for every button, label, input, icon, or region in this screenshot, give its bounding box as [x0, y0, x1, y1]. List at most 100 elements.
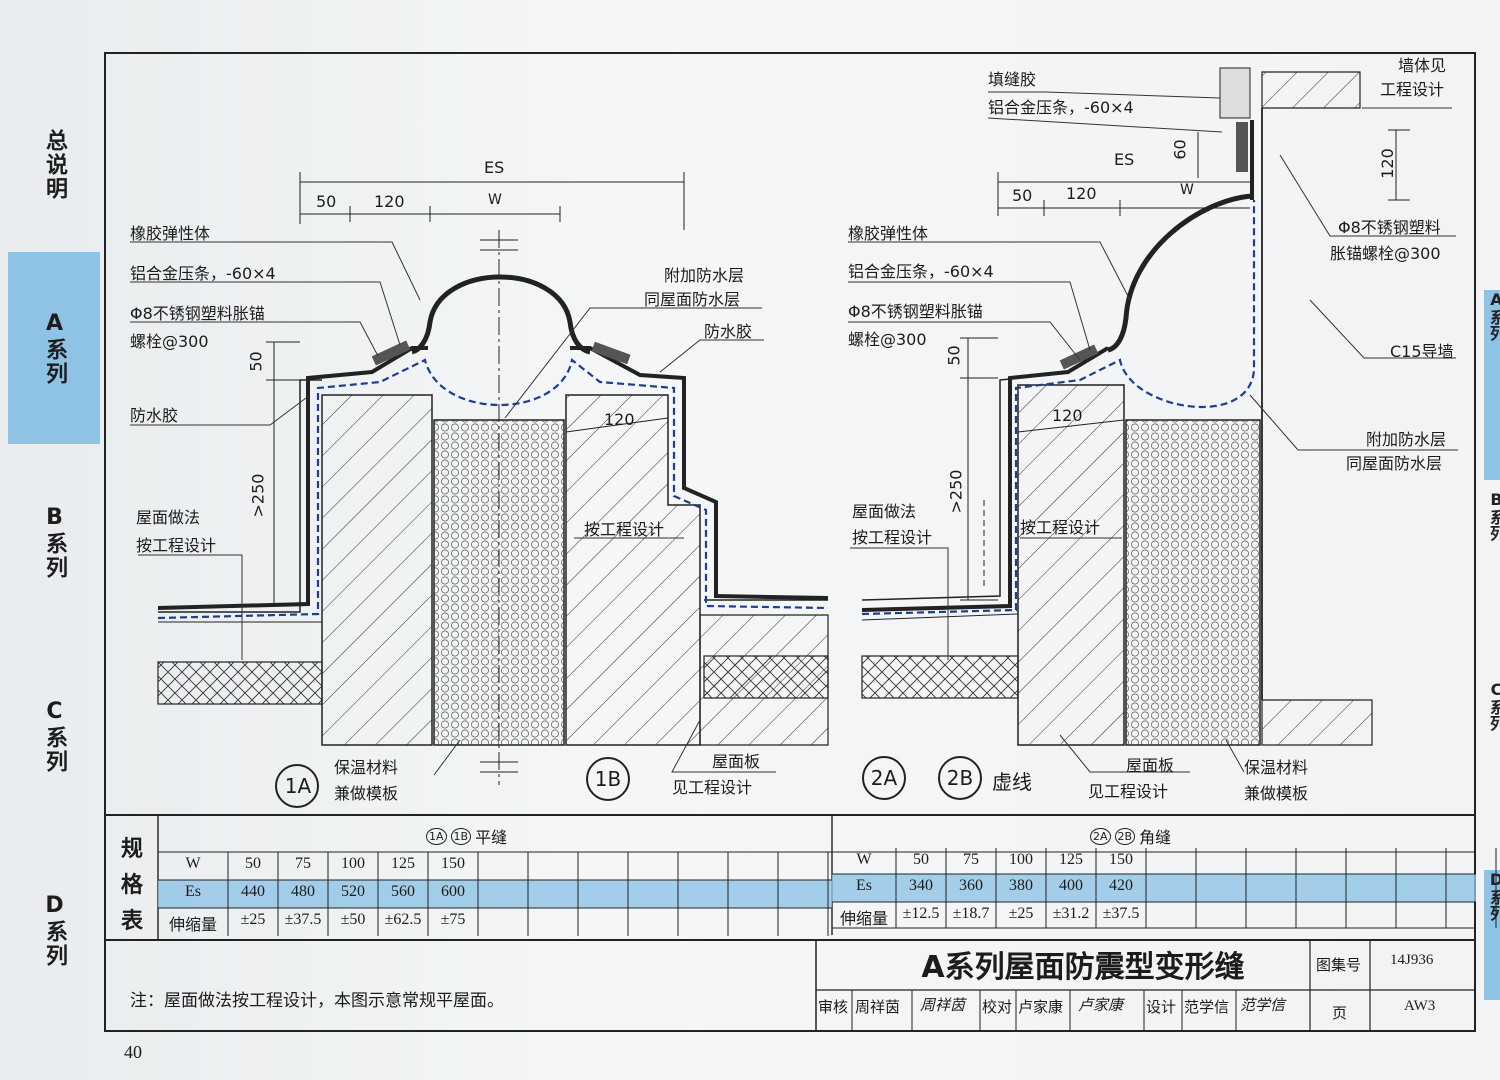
- design-name: 范学信: [1184, 998, 1230, 1016]
- label-roof-2b: 按工程设计: [852, 528, 933, 547]
- tab-label: C系列: [1487, 680, 1500, 731]
- right-tab-series-b[interactable]: B系列: [1484, 490, 1500, 680]
- label-filler: 填缝胶: [988, 70, 1037, 89]
- label-extra-wp-2b: 同屋面防水层: [1346, 454, 1443, 473]
- table-cell: ±75: [440, 911, 466, 928]
- left-insulation-layer: [157, 661, 323, 705]
- page-label: 页: [1332, 1004, 1348, 1022]
- table-cell: 340: [909, 877, 933, 894]
- dim-w-1: W: [488, 192, 502, 208]
- label-insul-1a: 保温材料: [334, 758, 399, 777]
- tab-label: A系列: [1487, 290, 1500, 341]
- label-bolt-r1: Φ8不锈钢塑料: [1338, 218, 1441, 237]
- dim-120-inner-1: 120: [604, 410, 635, 429]
- label-extra-wp-1b: 同屋面防水层: [644, 290, 741, 309]
- table-cell: ±12.5: [902, 905, 940, 922]
- filler-sealant: [1219, 67, 1251, 119]
- table-row-label: W: [856, 851, 872, 868]
- table-cell: 100: [1009, 851, 1033, 868]
- table-cell: ±25: [240, 911, 266, 928]
- tab-series-a[interactable]: A系列: [8, 252, 100, 444]
- dim-50v-1: 50: [246, 351, 266, 372]
- upstand-concrete-2: [1017, 384, 1125, 746]
- detail-2-corner-joint: [848, 67, 1458, 800]
- spec-table-title: 规 格 表: [112, 832, 152, 940]
- rubber-elastomer-2: [1107, 193, 1253, 353]
- heading-callout: 2B: [1114, 827, 1136, 845]
- atlas-value: 14J936: [1390, 952, 1434, 968]
- right-tab-series-a[interactable]: A系列: [1484, 290, 1500, 480]
- right-tab-series-c[interactable]: C系列: [1484, 680, 1500, 870]
- table-cell: 75: [295, 855, 311, 872]
- drawing-frame: [104, 52, 1476, 1032]
- label-extra-wp-2a: 附加防水层: [1366, 430, 1447, 449]
- dim-es-2: ES: [1114, 150, 1135, 169]
- dim-w-2: W: [1180, 182, 1194, 198]
- callout-1a-text: 1A: [284, 774, 312, 798]
- table-cell: ±62.5: [384, 911, 422, 928]
- label-per-design-2: 按工程设计: [1020, 518, 1101, 537]
- label-extra-wp-1a: 附加防水层: [664, 266, 745, 285]
- dim-50-2: 50: [1012, 186, 1033, 205]
- label-insul-2b: 兼做模板: [1244, 784, 1309, 803]
- left-index-tabs: 总说明 A系列 B系列 C系列 D系列: [8, 40, 100, 1000]
- callout-1b-text: 1B: [594, 767, 622, 791]
- table-row-label: 伸缩量: [168, 917, 217, 934]
- spec-right-heading: 2A 2B 角缝: [1090, 824, 1171, 848]
- table-cell: 100: [341, 855, 365, 872]
- check-name: 卢家康: [1018, 998, 1064, 1016]
- label-slab-1a: 屋面板: [712, 752, 761, 771]
- table-cell: 600: [441, 883, 465, 900]
- table-cell: 420: [1109, 877, 1133, 894]
- insulation-filler-2: [1125, 419, 1261, 746]
- label-strip-top: 铝合金压条，-60×4: [988, 98, 1134, 117]
- table-cell: 400: [1059, 877, 1083, 894]
- aluminum-strip-left: [371, 340, 411, 366]
- table-cell: 380: [1009, 877, 1033, 894]
- callout-2b-text: 2B: [946, 766, 974, 790]
- dim-250v-2: >250: [946, 469, 966, 514]
- tab-series-b[interactable]: B系列: [8, 446, 100, 638]
- tab-label: 总说明: [42, 129, 67, 201]
- dim-120-1: 120: [374, 192, 405, 211]
- drawing-title: A系列屋面防震型变形缝: [921, 950, 1245, 985]
- callout-2b: [938, 756, 982, 800]
- table-cell: 125: [391, 855, 415, 872]
- page-value: AW3: [1404, 998, 1436, 1014]
- tab-series-c[interactable]: C系列: [8, 640, 100, 832]
- spec-table: [104, 814, 1497, 941]
- detail-1-flat-joint: [130, 172, 829, 808]
- tab-label: C系列: [42, 698, 67, 774]
- spec-title-char: 规: [120, 837, 143, 862]
- right-index-tabs: A系列 B系列 C系列 D系列: [1484, 40, 1500, 1000]
- label-insul-2a: 保温材料: [1244, 758, 1309, 777]
- label-insul-1b: 兼做模板: [334, 784, 399, 803]
- dim-50v-2: 50: [944, 345, 964, 366]
- page-number: 40: [124, 1042, 142, 1062]
- table-cell: 480: [291, 883, 315, 900]
- label-roof-2a: 屋面做法: [852, 502, 917, 521]
- tab-series-d[interactable]: D系列: [8, 834, 100, 1026]
- table-cell: 50: [245, 855, 261, 872]
- label-roof-1b: 按工程设计: [136, 536, 217, 555]
- callout-1a: [275, 764, 319, 808]
- table-cell: 125: [1059, 851, 1083, 868]
- heading-callout: 2A: [1090, 827, 1111, 845]
- label-rubber-2: 橡胶弹性体: [848, 224, 929, 243]
- design-label: 设计: [1146, 998, 1177, 1016]
- review-name: 周祥茵: [855, 998, 901, 1016]
- label-wall-1: 墙体见: [1398, 56, 1447, 75]
- tab-general[interactable]: 总说明: [8, 80, 100, 250]
- rubber-elastomer: [411, 274, 591, 355]
- tab-label: B系列: [42, 504, 67, 580]
- heading-callout: 1B: [450, 827, 472, 845]
- tab-label: A系列: [42, 310, 67, 386]
- label-bolt-1b: 螺栓@300: [130, 332, 209, 351]
- label-slab-2a: 屋面板: [1126, 756, 1175, 775]
- spec-left-heading: 1A 1B 平缝: [426, 824, 507, 848]
- label-bolt-1a: Φ8不锈钢塑料胀锚: [130, 304, 265, 323]
- label-per-design-1: 按工程设计: [584, 520, 665, 539]
- label-bolt-2a: Φ8不锈钢塑料胀锚: [848, 302, 983, 321]
- table-cell: ±18.7: [952, 905, 990, 922]
- design-signature: 范学信: [1240, 998, 1286, 1014]
